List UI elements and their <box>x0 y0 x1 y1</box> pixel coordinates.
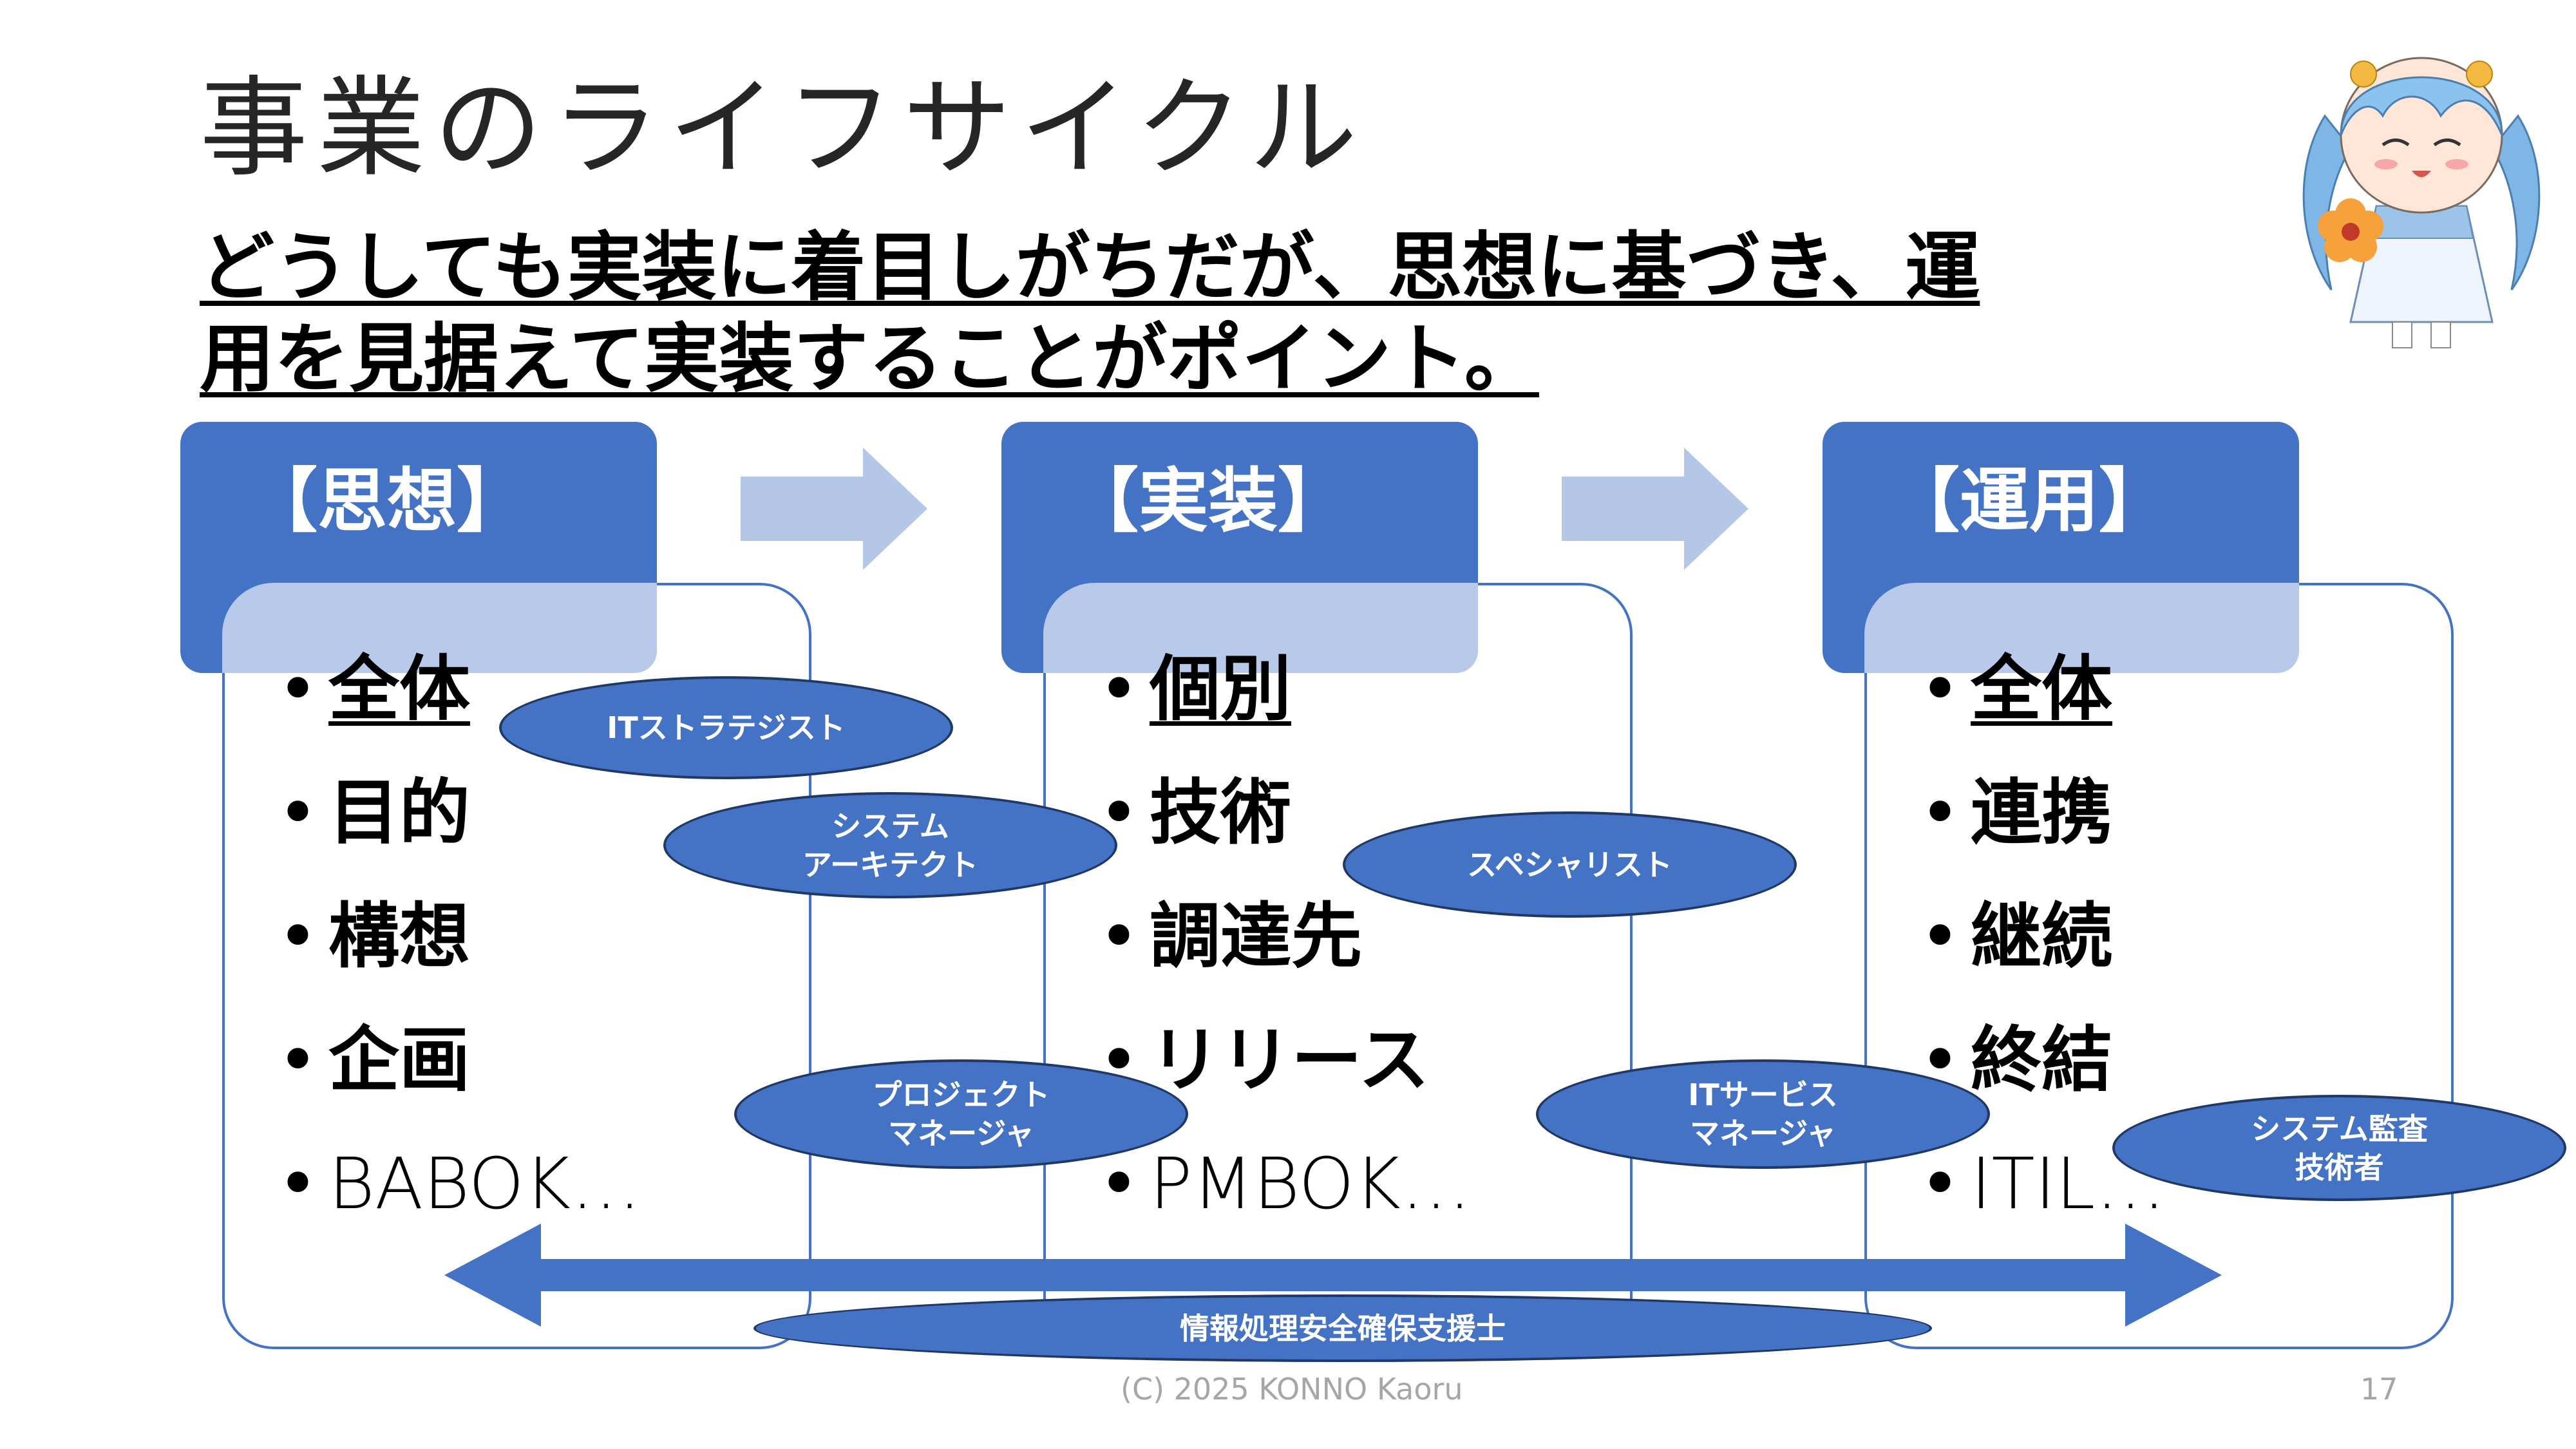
subtitle-line-1: どうしても実装に着目しがちだが、思想に基づき、運 <box>200 224 1980 311</box>
copyright-footer: (C) 2025 KONNO Kaoru <box>1121 1372 1463 1406</box>
list-item: 目的 <box>277 774 641 898</box>
list-item: BABOK… <box>277 1145 641 1269</box>
right-arrow-icon <box>741 448 927 570</box>
list-item: 企画 <box>277 1021 641 1145</box>
implementation-header-label: 【実装】 <box>1069 461 1348 542</box>
list-item: 個別 <box>1098 650 1472 774</box>
subtitle-line-2: 用を見据えて実装することがポイント。 <box>200 316 1539 402</box>
thought-header-label: 【思想】 <box>248 461 527 542</box>
implementation-list: 個別 技術 調達先 リリース PMBOK… <box>1098 650 1472 1269</box>
role-system-auditor: システム監査 技術者 <box>2112 1095 2566 1201</box>
right-arrow-icon <box>1562 448 1748 570</box>
list-item: 終結 <box>1919 1021 2166 1145</box>
role-project-manager: プロジェクト マネージャ <box>734 1059 1188 1169</box>
role-specialist: スペシャリスト <box>1343 811 1797 918</box>
role-system-architect: システム アーキテクト <box>663 792 1117 898</box>
operation-list: 全体 連携 継続 終結 ITIL… <box>1919 650 2166 1269</box>
list-item: 技術 <box>1098 774 1472 898</box>
double-headed-arrow-icon <box>444 1224 2222 1327</box>
role-it-strategist: ITストラテジスト <box>499 676 953 779</box>
list-item: 全体 <box>277 650 641 774</box>
operation-header-label: 【運用】 <box>1890 461 2169 542</box>
role-it-service-manager: ITサービス マネージャ <box>1536 1059 1990 1169</box>
list-item: リリース <box>1098 1021 1472 1145</box>
role-security-specialist: 情報処理安全確保支援士 <box>753 1294 1932 1362</box>
mascot-illustration <box>2302 57 2541 348</box>
slide-subtitle: どうしても実装に着目しがちだが、思想に基づき、運 用を見据えて実装することがポイ… <box>200 222 2196 405</box>
list-item: 全体 <box>1919 650 2166 774</box>
list-item: 構想 <box>277 898 641 1021</box>
list-item: 継続 <box>1919 898 2166 1021</box>
list-item: PMBOK… <box>1098 1145 1472 1269</box>
page-number: 17 <box>2360 1372 2398 1406</box>
list-item: 連携 <box>1919 774 2166 898</box>
list-item: 調達先 <box>1098 898 1472 1021</box>
thought-list: 全体 目的 構想 企画 BABOK… <box>277 650 641 1269</box>
slide-title: 事業のライフサイクル <box>200 65 1367 191</box>
